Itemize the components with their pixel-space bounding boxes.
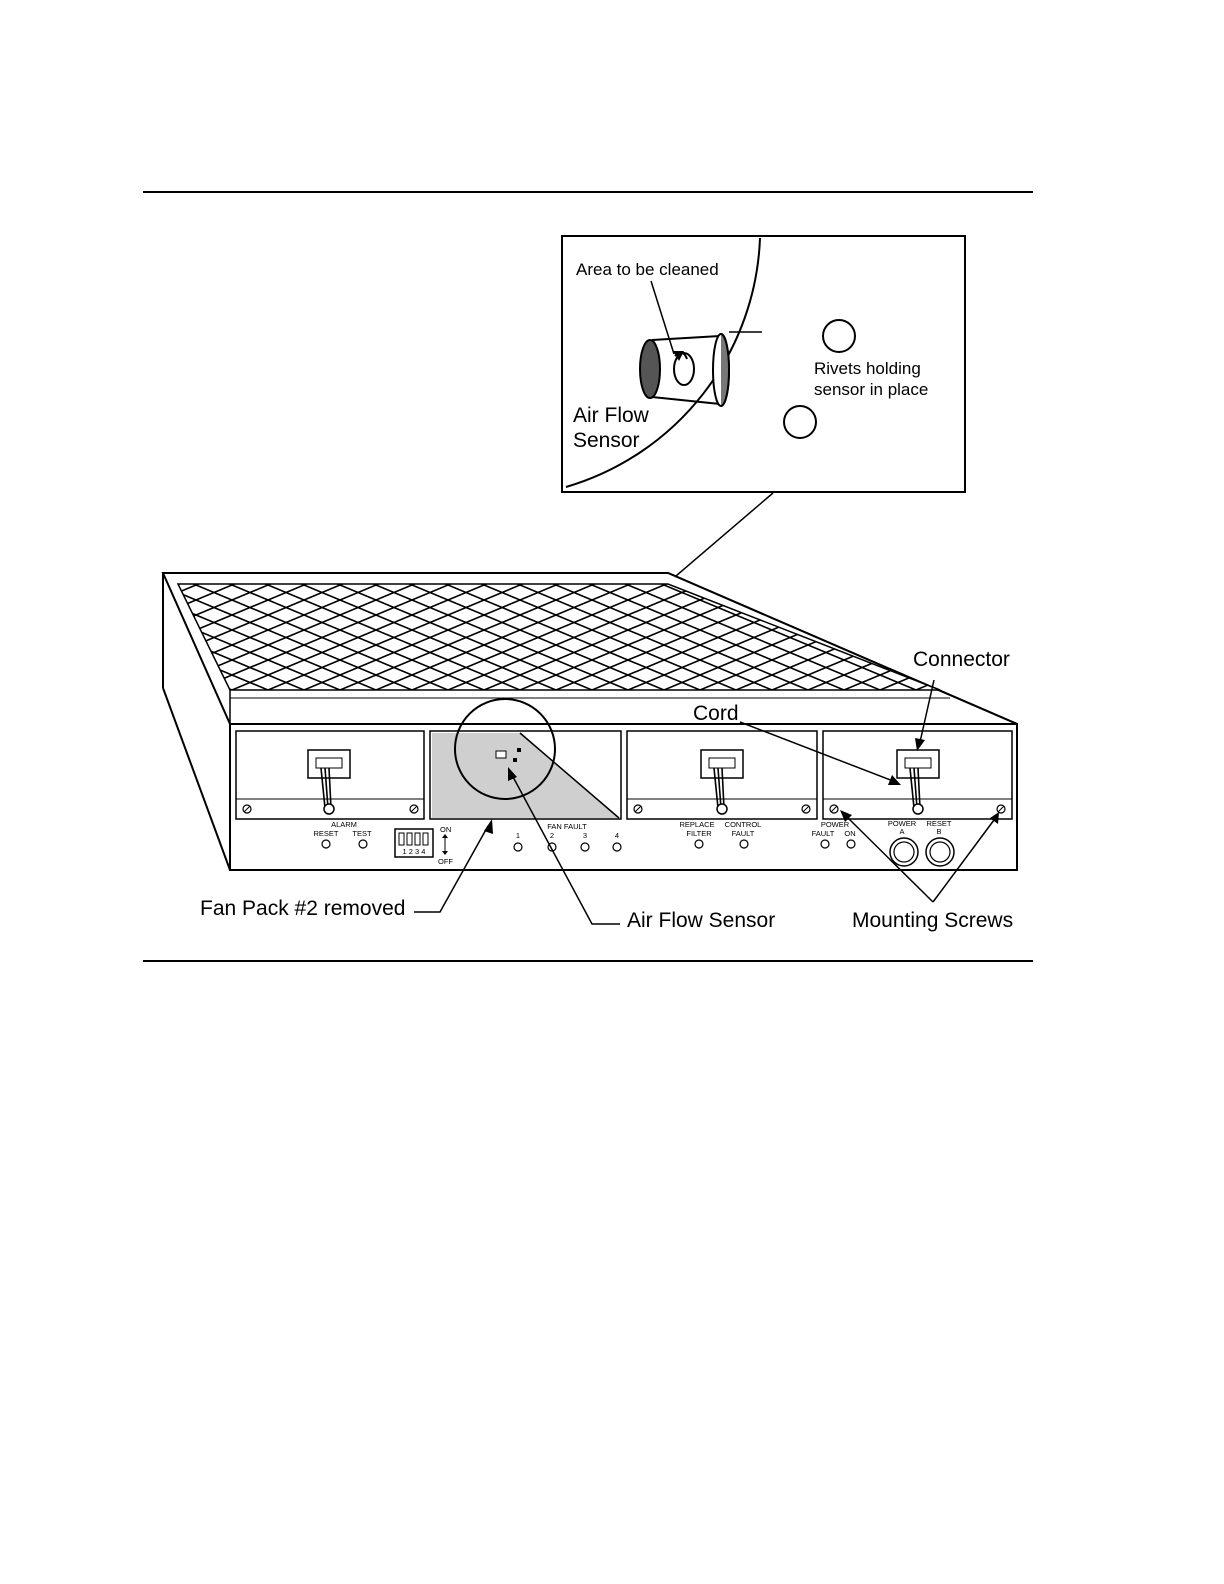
air-flow-sensor-label: Air Flow Sensor bbox=[627, 909, 775, 932]
inset-sensor-label-line2: Sensor bbox=[573, 429, 640, 452]
fan-pack-removed-label: Fan Pack #2 removed bbox=[200, 897, 405, 920]
grid-line bbox=[0, 575, 40, 700]
mounting-screws-label: Mounting Screws bbox=[852, 909, 1013, 932]
connector-label: Connector bbox=[913, 648, 1010, 671]
grid-line bbox=[1000, 575, 1224, 700]
grid-line bbox=[0, 575, 112, 700]
inset-sensor-label-line1: Air Flow bbox=[573, 404, 650, 427]
rivets-label-line2: sensor in place bbox=[814, 380, 928, 399]
grid-line bbox=[1180, 575, 1224, 700]
grid-line bbox=[856, 575, 1156, 700]
grid-line bbox=[1108, 575, 1224, 700]
grid-line bbox=[1180, 575, 1224, 700]
grid-line bbox=[0, 575, 4, 700]
dip-numbers-label: 1 2 3 4 bbox=[403, 847, 426, 856]
cord-label: Cord bbox=[693, 702, 739, 725]
grid-line bbox=[1072, 575, 1224, 700]
fan-tray-unit: ALARM RESET TEST 1 2 3 4 ON OFF FAN FAUL… bbox=[0, 573, 1224, 870]
filter-label: FILTER bbox=[686, 829, 712, 838]
fan-4-label: 4 bbox=[615, 831, 619, 840]
fan-pack-3 bbox=[627, 731, 817, 819]
grid-line bbox=[892, 575, 1192, 700]
grid-line bbox=[928, 575, 1224, 700]
grid-line bbox=[0, 575, 40, 700]
grid-line bbox=[1108, 575, 1224, 700]
dip-off-label: OFF bbox=[438, 857, 453, 866]
rivet-upper bbox=[823, 320, 855, 352]
grid-line bbox=[928, 575, 1224, 700]
area-to-clean-label: Area to be cleaned bbox=[576, 260, 719, 279]
control-label: CONTROL bbox=[725, 820, 762, 829]
inset-detail: Area to be cleaned Rivets holding sensor… bbox=[562, 236, 965, 492]
grid-line bbox=[0, 575, 76, 700]
reset-b-label: B bbox=[936, 827, 941, 836]
grid-line bbox=[1036, 575, 1224, 700]
rivets-label-line1: Rivets holding bbox=[814, 359, 921, 378]
grid-line bbox=[0, 575, 184, 700]
grid-line bbox=[964, 575, 1224, 700]
fan-1-label: 1 bbox=[516, 831, 520, 840]
grid-line bbox=[1072, 575, 1224, 700]
power-on-label: ON bbox=[844, 829, 855, 838]
grid-line bbox=[0, 575, 4, 700]
grid-line bbox=[1000, 575, 1224, 700]
replace-label: REPLACE bbox=[679, 820, 714, 829]
grid-line bbox=[0, 575, 76, 700]
rivet-lower bbox=[784, 406, 816, 438]
fan-2-label: 2 bbox=[550, 831, 554, 840]
grid-line bbox=[820, 575, 1120, 700]
grid-line bbox=[0, 575, 184, 700]
grid-line bbox=[964, 575, 1224, 700]
grid-line bbox=[0, 575, 148, 700]
grid-line bbox=[0, 575, 148, 700]
grid-line bbox=[1144, 575, 1224, 700]
power-a-label: A bbox=[899, 827, 904, 836]
grid-line bbox=[892, 575, 1192, 700]
grid-line bbox=[1216, 575, 1224, 700]
fan-fault-label: FAN FAULT bbox=[547, 822, 587, 831]
alarm-label: ALARM bbox=[331, 820, 357, 829]
test-label: TEST bbox=[352, 829, 372, 838]
grid-line bbox=[1216, 575, 1224, 700]
fan-3-label: 3 bbox=[583, 831, 587, 840]
control-fault-label: FAULT bbox=[732, 829, 755, 838]
grid-line bbox=[0, 575, 112, 700]
power-fault-label: FAULT bbox=[812, 829, 835, 838]
grid-line bbox=[1036, 575, 1224, 700]
reset-label: RESET bbox=[313, 829, 338, 838]
grid-line bbox=[1144, 575, 1224, 700]
fan-pack-1 bbox=[236, 731, 424, 819]
dip-on-label: ON bbox=[440, 825, 451, 834]
